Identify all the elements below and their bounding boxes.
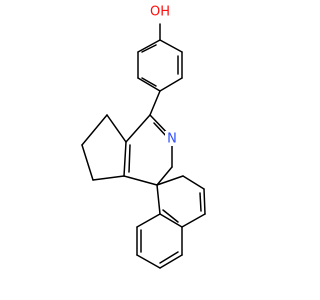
- hydroxyl-label: OH: [150, 5, 170, 20]
- phenol-ring: [137, 39, 183, 92]
- pyridine-ring: [123, 114, 173, 186]
- nitrogen-label-group: N: [165, 131, 179, 147]
- central-ring: [156, 175, 206, 228]
- nitrogen-label: N: [167, 132, 177, 147]
- aryl-link-bond: [149, 90, 161, 116]
- cyclopentane-ring: [81, 114, 127, 181]
- hydroxyl-label-group: OH: [150, 4, 170, 20]
- benzo-ring: [136, 213, 183, 269]
- molecule-diagram: OH N: [81, 4, 206, 269]
